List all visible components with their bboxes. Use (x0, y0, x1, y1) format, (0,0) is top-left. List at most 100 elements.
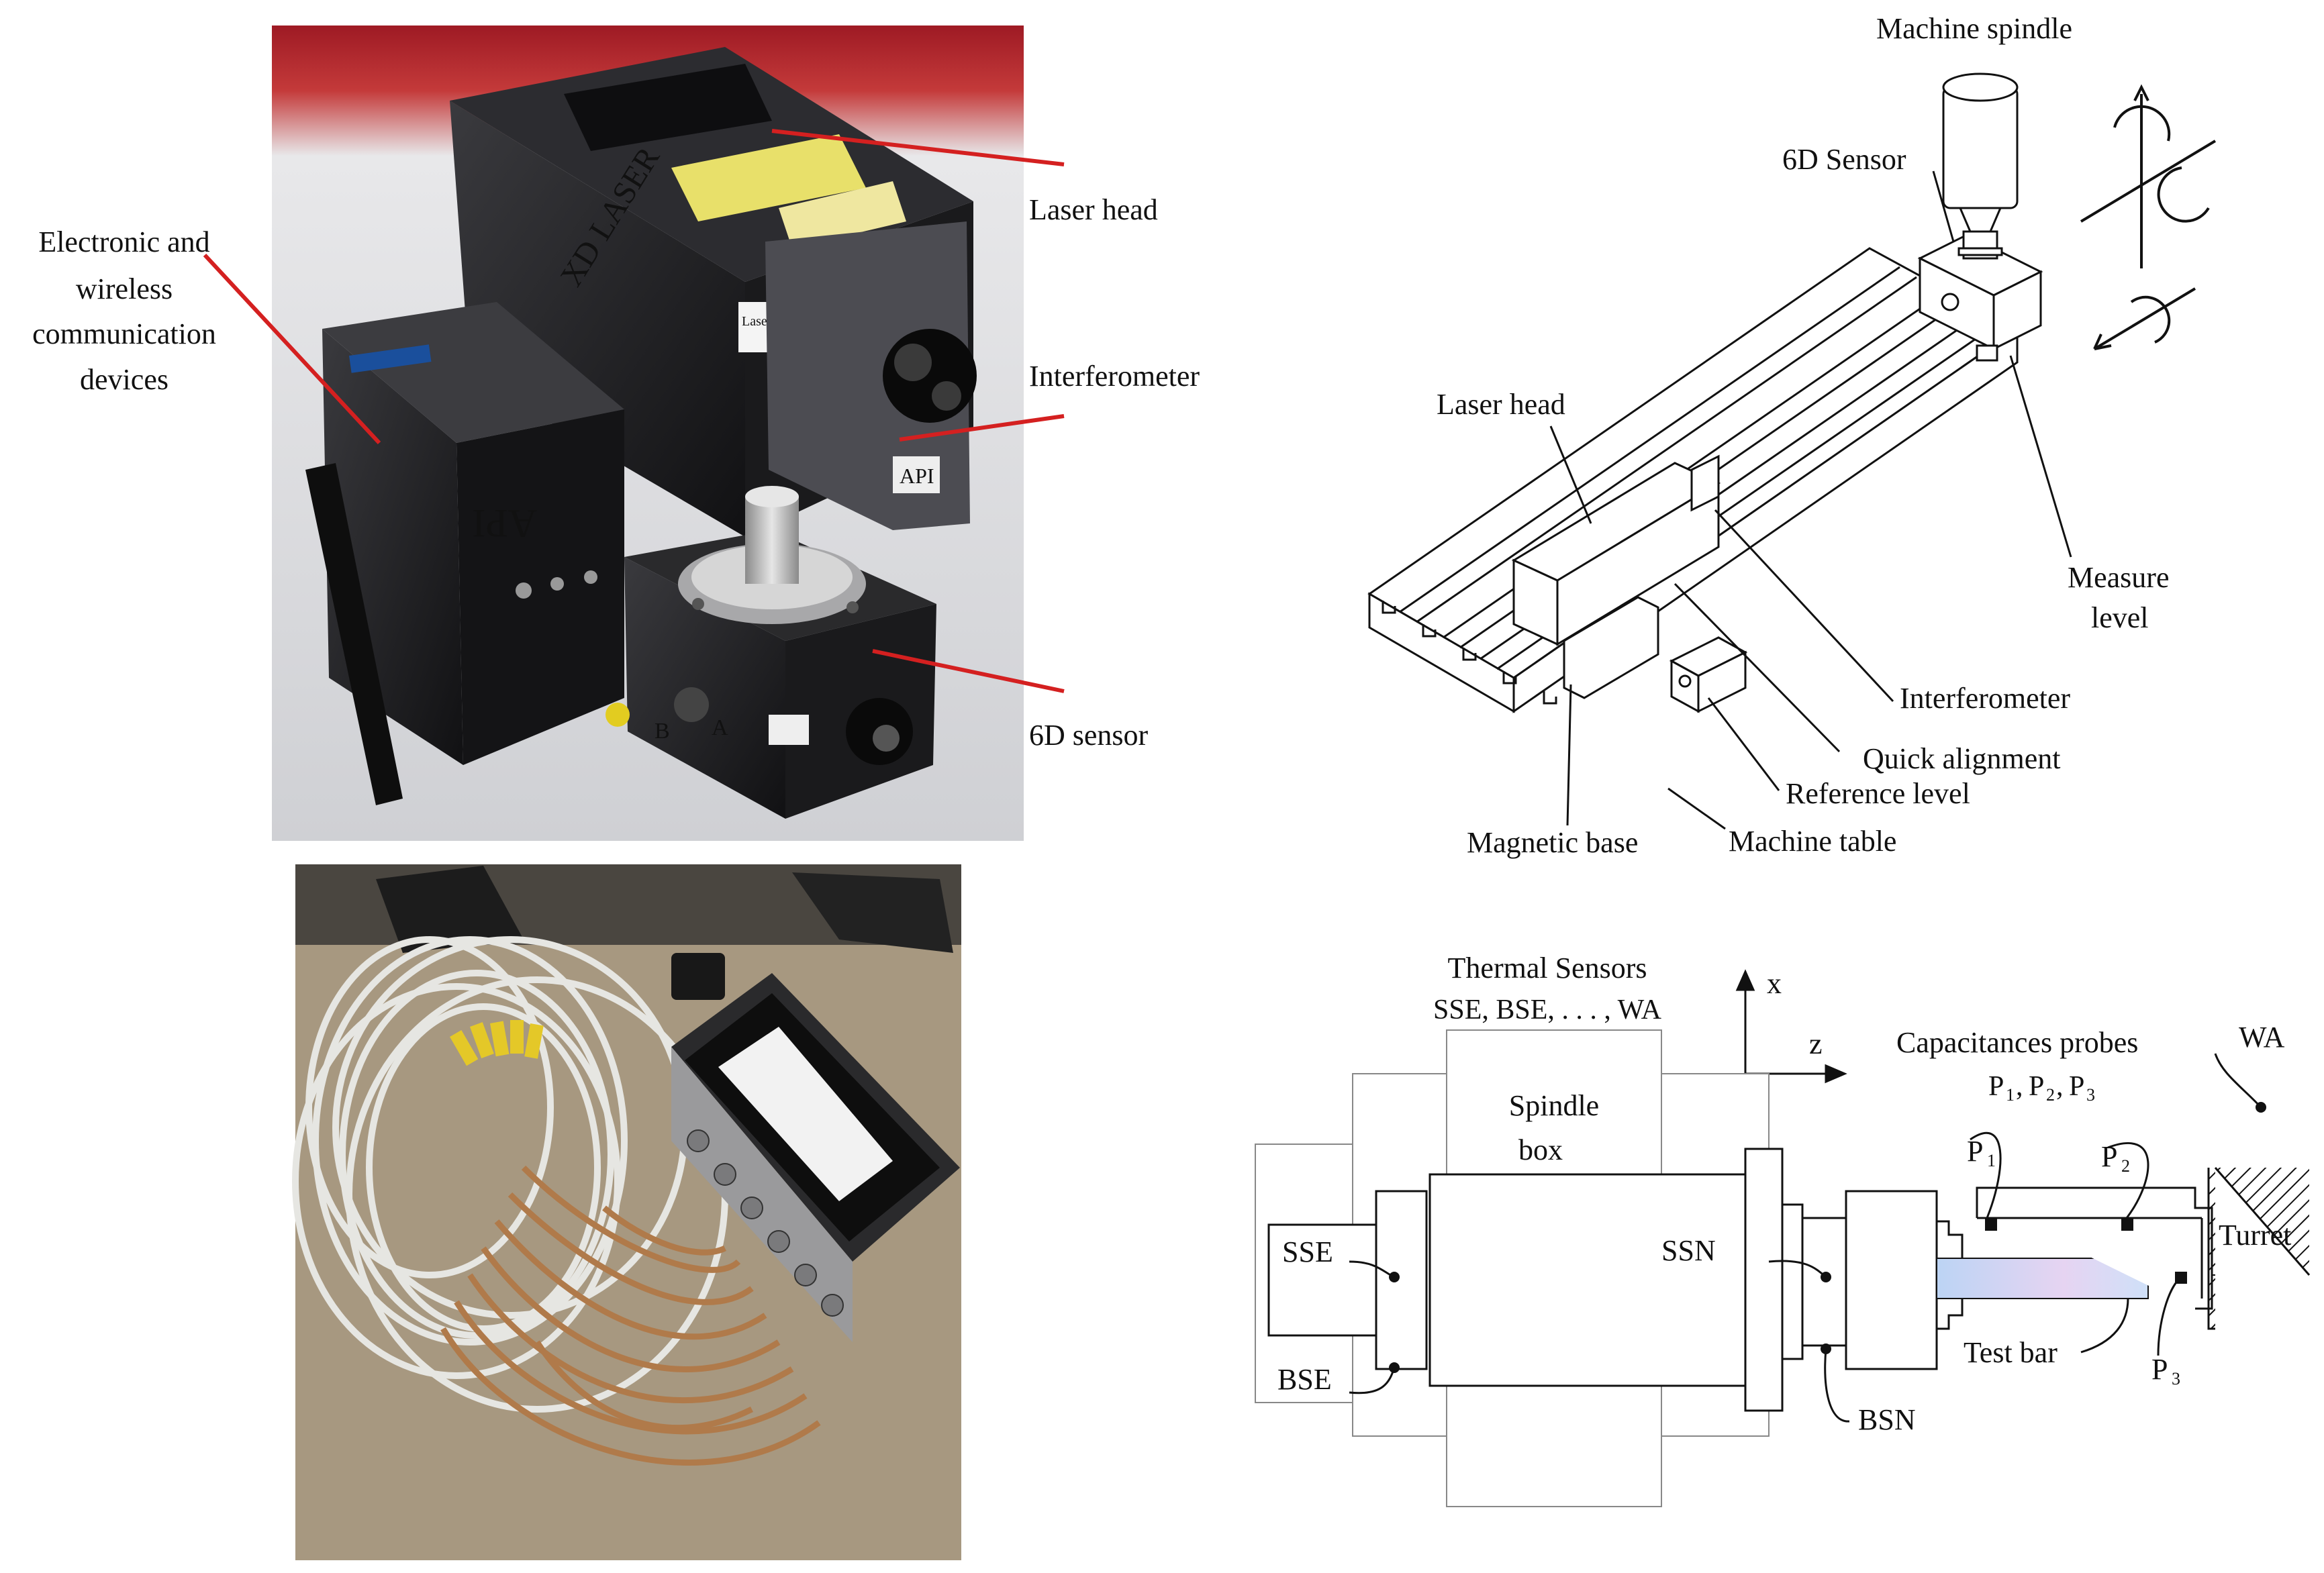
label-electronic-line1: Electronic and (38, 225, 209, 258)
leader-ssn (1768, 1260, 1827, 1278)
connector-icon (674, 687, 709, 722)
label-sse: SSE (1282, 1235, 1333, 1268)
label-sheet (718, 1027, 893, 1201)
label-electronic-line3: communication (32, 317, 216, 350)
schematic-reference-block (1669, 636, 1748, 713)
leader-machine-table (1667, 787, 1726, 830)
label-machine-table: Machine table (1729, 825, 1896, 858)
callout-line-laser-head (771, 129, 1065, 166)
label-electronic-line2: wireless (76, 272, 173, 305)
leader-quick-alignment (1674, 582, 1841, 753)
label-turret: Turret (2219, 1219, 2291, 1252)
probe-p2-marker (2121, 1219, 2133, 1231)
callout-line-electronic (203, 253, 381, 445)
probe-list-p3: P (2069, 1071, 2084, 1102)
probe-list-p1: P (1988, 1071, 2004, 1102)
rear-bearing (1375, 1190, 1428, 1370)
rear-shaft (1267, 1223, 1381, 1337)
probe-label-p3: P 3 (2151, 1353, 2180, 1388)
laser-system-photo: XD LASER Laser On API API (32, 26, 1200, 841)
probe-p1-marker (1985, 1219, 1997, 1231)
label-bsn: BSN (1858, 1403, 1916, 1436)
label-quick-alignment: Quick alignment (1863, 742, 2061, 775)
label-box: box (1518, 1133, 1563, 1166)
port-b-label: B (655, 719, 670, 744)
label-axis-x: x (1767, 967, 1782, 1000)
leader-p2 (2107, 1142, 2149, 1219)
probe-label-p1: P 1 (1967, 1135, 1996, 1170)
label-thermal-sensors: Thermal Sensors (1448, 952, 1647, 984)
probe-p2-subscript: 2 (2121, 1156, 2130, 1176)
leader-bsn (1824, 1348, 1850, 1423)
probe-p2-letter: P (2101, 1140, 2117, 1173)
probe-p1-letter: P (1967, 1135, 1983, 1168)
label-capacitance-probes: Capacitances probes (1896, 1026, 2138, 1059)
leader-interferometer (1714, 509, 1894, 703)
api-mark-box: API (472, 501, 537, 546)
thermal-diagram-labels: Thermal Sensors SSE, BSE, . . . , WA x z… (1277, 952, 2291, 1436)
leader-p1 (1970, 1131, 2002, 1219)
front-bearing (1781, 1203, 1804, 1360)
acquisition-box (671, 973, 960, 1342)
schematic-spindle (1942, 72, 2019, 260)
label-schematic-laser-head: Laser head (1437, 388, 1565, 421)
probe-p3-subscript: 3 (2172, 1369, 2180, 1388)
label-measure-line1: Measure (2068, 561, 2170, 594)
probe-list-p2-index: 2 (2046, 1085, 2055, 1105)
leader-measure-level (2009, 355, 2072, 558)
leader-bse (1349, 1367, 1396, 1394)
label-interferometer: Interferometer (1029, 360, 1200, 393)
antenna-icon (305, 463, 403, 805)
probe-list-p3-index: 3 (2086, 1085, 2095, 1105)
spindle-body (1429, 1173, 1747, 1387)
copper-cable-bundle (440, 1165, 821, 1466)
probe-list-comma-1: , (2016, 1071, 2023, 1102)
probe-p1-subscript: 1 (1987, 1151, 1996, 1170)
probe-p3-letter: P (2151, 1353, 2168, 1386)
port-a-label: A (712, 715, 728, 740)
label-6d-sensor: 6D sensor (1029, 719, 1149, 752)
leader-laser-head (1549, 425, 1592, 524)
label-ssn: SSN (1661, 1234, 1716, 1267)
interferometer-aperture-icon (883, 329, 977, 423)
label-schematic-interferometer: Interferometer (1900, 682, 2070, 715)
leader-sse (1349, 1260, 1395, 1278)
chuck (1845, 1190, 1938, 1370)
callout-line-6d-sensor (872, 649, 1065, 693)
label-magnetic-base: Magnetic base (1467, 826, 1638, 859)
leader-reference-level (1707, 697, 1780, 791)
label-reference-level: Reference level (1786, 777, 1970, 810)
label-bse: BSE (1277, 1363, 1332, 1396)
laser-head-device: XD LASER Laser On API (450, 47, 977, 537)
front-flange (1744, 1148, 1784, 1412)
sensor-cables-photo (292, 864, 961, 1560)
label-test-bar: Test bar (1964, 1336, 2057, 1369)
api-mark-head: API (900, 464, 934, 488)
electronic-box-device: API (305, 302, 624, 805)
label-machine-spindle: Machine spindle (1876, 12, 2072, 45)
label-schematic-6d-sensor: 6D Sensor (1782, 143, 1906, 176)
thermal-diagram (1255, 969, 2311, 1507)
probe-index-row: P 1 , P 2 , P 3 (1988, 1071, 2095, 1105)
leader-p3 (2157, 1276, 2182, 1356)
probe-list-p2: P (2029, 1071, 2044, 1102)
probe-list-comma-2: , (2056, 1071, 2064, 1102)
leader-test-bar (2080, 1298, 2129, 1354)
machine-table-schematic (1367, 72, 2217, 830)
label-axis-z: z (1809, 1027, 1823, 1060)
label-wa: WA (2239, 1021, 2285, 1054)
label-measure-line2: level (2091, 601, 2149, 634)
leader-6d-sensor (1932, 170, 1955, 242)
yellow-knob-icon (606, 703, 630, 727)
probe-list-p1-index: 1 (2006, 1085, 2015, 1105)
label-thermal-sensor-list: SSE, BSE, . . . , WA (1433, 995, 1662, 1025)
label-electronic-line4: devices (80, 363, 168, 396)
leader-wa (2214, 1053, 2262, 1109)
probe-label-p2: P 2 (2101, 1140, 2130, 1176)
rotation-axes-icon (2080, 84, 2217, 350)
label-spindle: Spindle (1509, 1089, 1599, 1122)
schematic-measure-block (1917, 234, 2043, 362)
schematic-laser-head (1511, 454, 1721, 699)
schematic-labels: Machine spindle 6D Sensor Laser head Mea… (1437, 12, 2170, 859)
